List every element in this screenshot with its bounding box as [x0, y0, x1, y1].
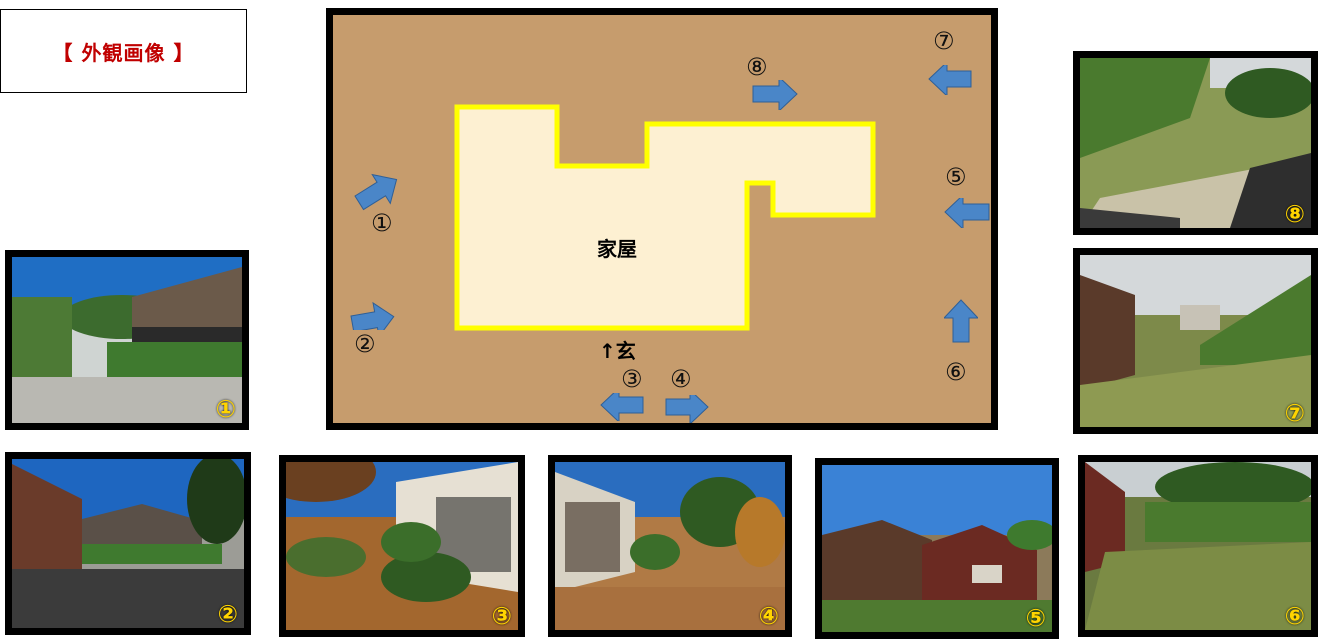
photo-7-badge: ⑦	[1284, 399, 1305, 427]
title-box: 【 外観画像 】	[0, 9, 247, 93]
marker-3: ③	[621, 365, 643, 393]
arrow-3-icon	[600, 393, 644, 421]
photo-4: ④	[548, 455, 792, 637]
photo-1: ①	[5, 250, 249, 430]
arrow-5-icon	[944, 198, 990, 228]
arrow-2-icon	[350, 301, 395, 330]
arrow-8-icon	[752, 80, 798, 110]
marker-5: ⑤	[945, 163, 967, 191]
photo-3-badge: ③	[491, 602, 512, 630]
photo-5-badge: ⑤	[1025, 604, 1046, 632]
arrow-4-icon	[665, 395, 709, 423]
photo-6-badge: ⑥	[1284, 602, 1305, 630]
arrow-1-icon	[354, 173, 398, 211]
marker-7: ⑦	[933, 27, 955, 55]
photo-2-badge: ②	[217, 600, 238, 628]
marker-6: ⑥	[945, 358, 967, 386]
house-shape	[454, 104, 876, 331]
photo-6: ⑥	[1078, 455, 1318, 637]
photo-2: ②	[5, 452, 251, 635]
photo-4-badge: ④	[758, 602, 779, 630]
marker-4: ④	[670, 365, 692, 393]
house-footprint	[454, 104, 876, 331]
arrow-7-icon	[928, 65, 972, 95]
photo-8-badge: ⑧	[1284, 200, 1305, 228]
photo-3: ③	[279, 455, 525, 637]
photo-5: ⑤	[815, 458, 1059, 639]
arrow-6-icon	[944, 299, 978, 343]
marker-1: ①	[371, 209, 393, 237]
photo-8: ⑧	[1073, 51, 1318, 235]
marker-2: ②	[354, 330, 376, 358]
photo-7: ⑦	[1073, 248, 1318, 434]
photo-1-badge: ①	[215, 395, 236, 423]
house-label: 家屋	[597, 237, 637, 261]
entrance-label: ↑玄	[599, 339, 636, 363]
marker-8: ⑧	[746, 53, 768, 81]
site-map: 家屋 ↑玄 ① ② ③ ④ ⑤ ⑥ ⑦ ⑧	[326, 8, 998, 430]
page-title: 【 外観画像 】	[52, 40, 195, 65]
